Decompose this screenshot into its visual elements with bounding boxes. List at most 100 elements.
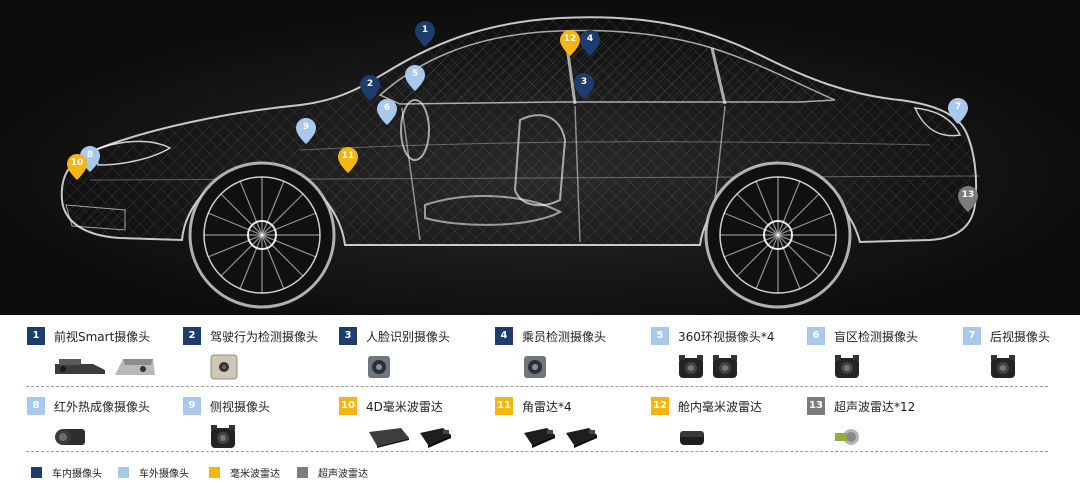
sensor-item-3[interactable]: 3 人脸识别摄像头	[339, 327, 489, 389]
pin-number: 2	[366, 79, 374, 89]
device-images	[833, 351, 861, 387]
item-number-badge: 8	[27, 397, 45, 415]
car-wireframe-illustration: 1 2 3 4 5 6 7 8 9 10 11 12	[0, 0, 1080, 315]
item-number-badge: 12	[651, 397, 669, 415]
map-pin-5[interactable]: 5	[404, 64, 426, 92]
radar-flat-image	[365, 426, 411, 452]
device-images	[677, 351, 739, 387]
legend-key-exterior-camera: 车外摄像头	[118, 465, 189, 480]
item-number-badge: 9	[183, 397, 201, 415]
item-label: 前视Smart摄像头	[54, 330, 151, 344]
map-pin-4[interactable]: 4	[579, 29, 601, 57]
item-label: 舱内毫米波雷达	[678, 400, 763, 414]
map-pin-11[interactable]: 11	[337, 146, 359, 174]
item-label: 360环视摄像头*4	[678, 330, 775, 344]
radar-small-image	[677, 425, 707, 453]
map-pin-7[interactable]: 7	[947, 97, 969, 125]
item-label: 超声波雷达*12	[834, 400, 916, 414]
surround-camera-image	[989, 354, 1017, 384]
device-images	[209, 421, 237, 457]
device-images	[521, 421, 599, 457]
device-images	[53, 351, 157, 387]
ultrasonic-sensor-image	[833, 425, 861, 453]
sensor-item-7[interactable]: 7 后视摄像头	[963, 327, 1073, 389]
radar-box-image	[417, 425, 453, 453]
device-images	[833, 421, 861, 457]
item-number-badge: 6	[807, 327, 825, 345]
legend-swatch	[209, 466, 220, 478]
sensor-item-13[interactable]: 13 超声波雷达*12	[807, 397, 957, 459]
item-number-badge: 7	[963, 327, 981, 345]
item-label: 盲区检测摄像头	[834, 330, 919, 344]
legend-label: 超声波雷达	[318, 468, 368, 480]
row-divider	[26, 451, 1048, 452]
sensor-item-5[interactable]: 5 360环视摄像头*4	[651, 327, 801, 389]
surround-camera-image	[209, 424, 237, 454]
pin-number: 11	[341, 151, 355, 161]
sensor-item-12[interactable]: 12 舱内毫米波雷达	[651, 397, 801, 459]
map-pin-9[interactable]: 9	[295, 117, 317, 145]
item-label: 侧视摄像头	[210, 400, 271, 414]
sensor-legend: 1 前视Smart摄像头 2 驾驶行为检测摄像头 3 人脸识别摄像头 4 乘员检…	[0, 315, 1080, 483]
item-number-badge: 3	[339, 327, 357, 345]
sensor-item-6[interactable]: 6 盲区检测摄像头	[807, 327, 957, 389]
front-wheel	[188, 161, 336, 309]
legend-label: 车外摄像头	[139, 468, 189, 480]
map-pin-10[interactable]: 10	[66, 153, 88, 181]
item-label: 4D毫米波雷达	[366, 400, 443, 414]
map-pin-1[interactable]: 1	[414, 20, 436, 48]
item-number-badge: 4	[495, 327, 513, 345]
map-pin-13[interactable]: 13	[957, 185, 979, 213]
map-pin-12[interactable]: 12	[559, 29, 581, 57]
item-number-badge: 10	[339, 397, 357, 415]
map-pin-2[interactable]: 2	[359, 74, 381, 102]
device-images	[521, 351, 549, 387]
item-label: 红外热成像摄像头	[54, 400, 151, 414]
surround-camera-image	[677, 354, 705, 384]
rear-wheel	[704, 161, 852, 309]
sensor-item-10[interactable]: 10 4D毫米波雷达	[339, 397, 489, 459]
item-label: 乘员检测摄像头	[522, 330, 607, 344]
sensor-item-1[interactable]: 1 前视Smart摄像头	[27, 327, 177, 389]
sensor-item-4[interactable]: 4 乘员检测摄像头	[495, 327, 645, 389]
legend-key-interior-camera: 车内摄像头	[31, 465, 102, 480]
item-number-badge: 13	[807, 397, 825, 415]
legend-label: 毫米波雷达	[230, 468, 280, 480]
sensor-item-2[interactable]: 2 驾驶行为检测摄像头	[183, 327, 333, 389]
windshield-camera-image	[53, 356, 107, 382]
sensor-item-8[interactable]: 8 红外热成像摄像头	[27, 397, 177, 459]
item-label: 人脸识别摄像头	[366, 330, 451, 344]
device-images	[53, 421, 87, 457]
device-images	[209, 351, 239, 387]
item-label: 后视摄像头	[990, 330, 1051, 344]
legend-key-ultrasonic-radar: 超声波雷达	[297, 465, 368, 480]
device-images	[677, 421, 707, 457]
smart-camera-unit-image	[113, 355, 157, 383]
item-label: 角雷达*4	[522, 400, 572, 414]
radar-box-image	[563, 425, 599, 453]
legend-swatch	[31, 466, 42, 478]
legend-swatch	[297, 466, 308, 478]
device-images	[989, 351, 1017, 387]
item-number-badge: 5	[651, 327, 669, 345]
pin-number: 5	[411, 69, 419, 79]
sensor-item-11[interactable]: 11 角雷达*4	[495, 397, 645, 459]
car-wireframe	[0, 0, 1080, 315]
item-label: 驾驶行为检测摄像头	[210, 330, 319, 344]
sensor-item-9[interactable]: 9 侧视摄像头	[183, 397, 333, 459]
pin-number: 9	[302, 122, 310, 132]
device-images	[365, 351, 393, 387]
radar-box-image	[521, 425, 557, 453]
pin-number: 7	[954, 102, 962, 112]
map-pin-6[interactable]: 6	[376, 98, 398, 126]
legend-key-mmwave-radar: 毫米波雷达	[209, 465, 280, 480]
mini-camera-image	[521, 353, 549, 385]
pin-number: 13	[961, 190, 975, 200]
pin-number: 8	[86, 150, 94, 160]
pin-number: 3	[580, 77, 588, 87]
pin-number: 4	[586, 34, 594, 44]
item-number-badge: 11	[495, 397, 513, 415]
legend-label: 车内摄像头	[52, 468, 102, 480]
map-pin-3[interactable]: 3	[573, 72, 595, 100]
item-number-badge: 1	[27, 327, 45, 345]
